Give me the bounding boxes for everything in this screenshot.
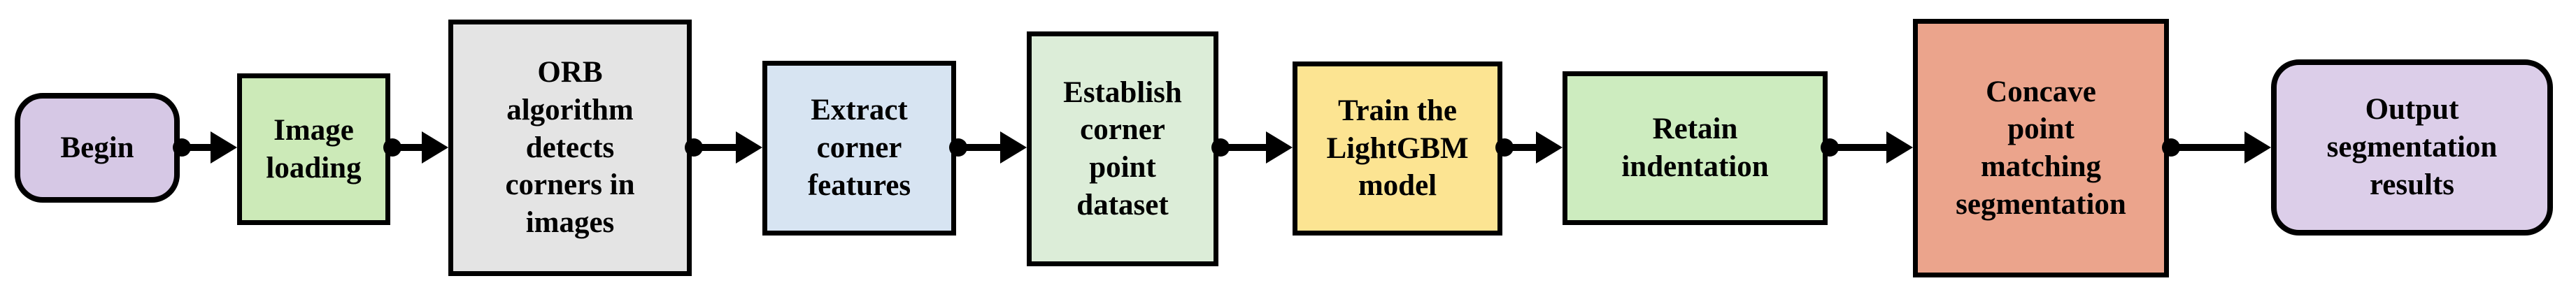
node-output-results-label: Output segmentation results xyxy=(2326,93,2498,201)
edge-concave-to-output xyxy=(2162,131,2271,164)
connector-dot xyxy=(685,138,703,157)
node-corner-dataset: Establish corner point dataset xyxy=(1027,31,1218,266)
edge-retain-to-concave xyxy=(1821,131,1913,164)
node-extract-features-label: Extract corner features xyxy=(807,94,911,202)
node-output-results: Output segmentation results xyxy=(2271,59,2553,236)
arrow-right-icon xyxy=(1266,131,1293,164)
connector-dot xyxy=(2162,138,2180,157)
connector-dot xyxy=(1495,138,1514,157)
connector-line xyxy=(702,144,737,151)
edge-train-to-retain xyxy=(1495,131,1563,164)
connector-line xyxy=(966,144,1002,151)
node-retain-indentation: Retain indentation xyxy=(1563,71,1828,225)
node-train-lightgbm-label: Train the LightGBM model xyxy=(1326,94,1469,203)
arrow-right-icon xyxy=(2244,131,2271,164)
connector-dot xyxy=(1211,138,1230,157)
connector-line xyxy=(1837,144,1888,151)
node-begin: Begin xyxy=(15,93,180,203)
arrow-right-icon xyxy=(211,131,237,164)
edge-extract-to-dataset xyxy=(949,131,1027,164)
node-retain-indentation-label: Retain indentation xyxy=(1621,113,1769,183)
edge-dataset-to-train xyxy=(1211,131,1293,164)
node-concave-matching-label: Concave point matching segmentation xyxy=(1956,75,2126,221)
arrow-right-icon xyxy=(1886,131,1913,164)
node-corner-dataset-label: Establish corner point dataset xyxy=(1063,75,1182,222)
node-begin-label: Begin xyxy=(60,131,134,164)
connector-line xyxy=(400,144,423,151)
arrow-right-icon xyxy=(1536,131,1563,164)
node-image-loading: Image loading xyxy=(237,73,390,225)
connector-line xyxy=(1228,144,1267,151)
connector-dot xyxy=(949,138,967,157)
connector-line xyxy=(2179,144,2246,151)
connector-dot xyxy=(173,138,191,157)
node-extract-features: Extract corner features xyxy=(762,61,956,236)
connector-dot xyxy=(383,138,401,157)
arrow-right-icon xyxy=(422,131,448,164)
connector-line xyxy=(190,144,212,151)
node-orb-detect-label: ORB algorithm detects corners in images xyxy=(505,56,635,240)
connector-line xyxy=(1512,144,1537,151)
arrow-right-icon xyxy=(1000,131,1027,164)
edge-orb-to-extract xyxy=(685,131,762,164)
node-train-lightgbm: Train the LightGBM model xyxy=(1293,61,1502,236)
node-concave-matching: Concave point matching segmentation xyxy=(1913,19,2169,277)
node-image-loading-label: Image loading xyxy=(266,113,362,184)
connector-dot xyxy=(1821,138,1839,157)
arrow-right-icon xyxy=(736,131,762,164)
node-orb-detect: ORB algorithm detects corners in images xyxy=(448,20,692,276)
edge-image-loading-to-orb xyxy=(383,131,448,164)
edge-begin-to-image-loading xyxy=(173,131,237,164)
